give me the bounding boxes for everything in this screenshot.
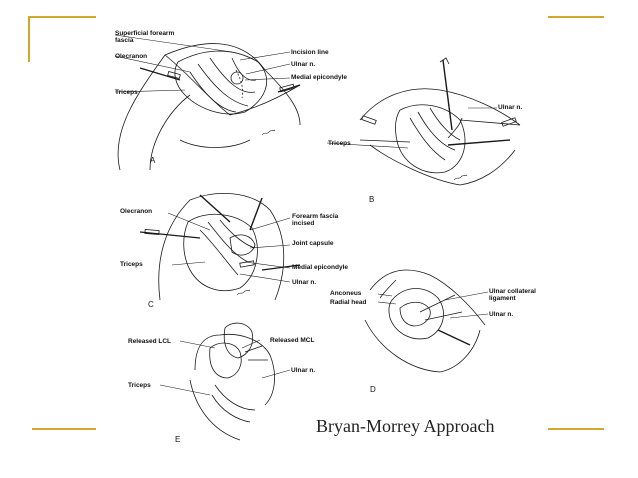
panel-letter-b: B: [369, 195, 375, 204]
frame-top-right-horizontal: [548, 16, 604, 18]
label-ulnar-n-b: Ulnar n.: [498, 104, 523, 111]
panel-letter-a: A: [150, 156, 156, 165]
label-joint-capsule: Joint capsule: [292, 240, 334, 247]
label-incision-line: Incision line: [291, 49, 329, 56]
panel-d-drawing: [364, 269, 489, 373]
label-superficial-forearm-fascia: Superficial forearm fascia: [115, 30, 174, 44]
panel-e-drawing: [159, 322, 291, 441]
label-olecranon-a: Olecranon: [115, 53, 148, 60]
panel-a-drawing: [114, 34, 301, 171]
panel-c-drawing: [139, 193, 301, 301]
panel-b-drawing: [326, 57, 521, 186]
label-triceps-a: Triceps: [115, 89, 138, 96]
label-radial-head: Radial head: [330, 299, 367, 306]
panel-letter-d: D: [370, 385, 376, 394]
label-ulnar-n-a: Ulnar n.: [291, 61, 316, 68]
label-ulnar-collateral-ligament: Ulnar collateral ligament: [489, 288, 536, 302]
frame-top-left-vertical: [28, 16, 30, 62]
label-line: Ulnar collateral: [489, 288, 536, 295]
panel-letter-c: C: [148, 300, 154, 309]
frame-bottom-right-horizontal: [548, 428, 604, 430]
label-anconeus: Anconeus: [330, 290, 362, 297]
label-medial-epicondyle-c: Medial epicondyle: [292, 264, 348, 271]
label-ulnar-n-e: Ulnar n.: [291, 367, 316, 374]
label-line: incised: [292, 220, 315, 227]
frame-bottom-left-horizontal: [32, 428, 96, 430]
slide-caption: Bryan-Morrey Approach: [316, 416, 495, 436]
label-line: Forearm fascia: [292, 213, 339, 220]
label-line: Superficial forearm: [115, 30, 175, 37]
label-olecranon-c: Olecranon: [120, 208, 153, 215]
label-line: ligament: [489, 295, 516, 302]
label-medial-epicondyle-a: Medial epicondyle: [291, 74, 347, 81]
label-triceps-e: Triceps: [128, 382, 151, 389]
label-triceps-b: Triceps: [328, 140, 351, 147]
artist-signature-marks: [236, 129, 468, 296]
label-ulnar-n-c: Ulnar n.: [292, 279, 317, 286]
label-released-mcl: Released MCL: [270, 337, 315, 344]
label-line: fascia: [115, 37, 134, 44]
label-triceps-c: Triceps: [120, 261, 143, 268]
frame-top-left-horizontal: [28, 16, 96, 18]
label-forearm-fascia-incised: Forearm fascia incised: [292, 213, 338, 227]
label-released-lcl: Released LCL: [128, 338, 171, 345]
label-ulnar-n-d: Ulnar n.: [489, 311, 514, 318]
panel-letter-e: E: [175, 435, 181, 444]
